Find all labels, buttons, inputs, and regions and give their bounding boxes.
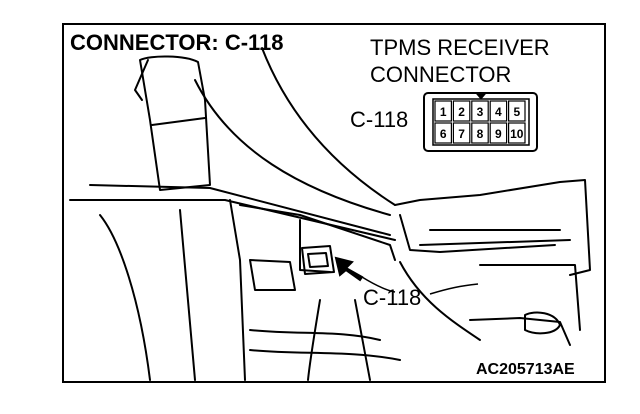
pin-label: 10: [510, 127, 524, 141]
pin-label: 5: [513, 105, 520, 119]
pin-cell: [434, 122, 452, 144]
dashboard-top: [69, 199, 396, 241]
leader-line: [261, 47, 396, 206]
pin-cell: [489, 122, 508, 144]
pin-cell: [452, 122, 471, 144]
pin-cell: [489, 100, 508, 122]
connector-latch: [475, 92, 487, 100]
pin-label: 4: [495, 105, 502, 119]
pin-label: 6: [440, 127, 447, 141]
pin-cell: [471, 100, 489, 122]
pin-cell: [508, 100, 526, 122]
right-trim-panel: [394, 179, 591, 276]
callout-leader: [429, 283, 479, 295]
figure-frame: [62, 23, 606, 383]
pin-label: 1: [440, 105, 447, 119]
pin-label: 2: [458, 105, 465, 119]
component-label-line2: CONNECTOR: [370, 62, 512, 87]
pin-cell: [434, 100, 452, 122]
figure-id: AC205713AE: [476, 361, 575, 378]
pin-label: 7: [458, 127, 465, 141]
pin-label: 3: [477, 105, 484, 119]
pin-label: 8: [477, 127, 484, 141]
pin-cell: [452, 100, 471, 122]
callout-label: C-118: [363, 285, 422, 310]
pin-cell: [508, 122, 526, 144]
pin-label: 9: [495, 127, 502, 141]
callout-arrow: [334, 256, 364, 282]
connector-id-label: C-118: [350, 107, 409, 132]
vehicle-connector: [301, 245, 335, 275]
pin-cell: [471, 122, 489, 144]
component-label-line1: TPMS RECEIVER: [370, 35, 550, 60]
diagram-title: CONNECTOR: C-118: [70, 30, 284, 55]
lower-left-panel: [99, 214, 151, 381]
